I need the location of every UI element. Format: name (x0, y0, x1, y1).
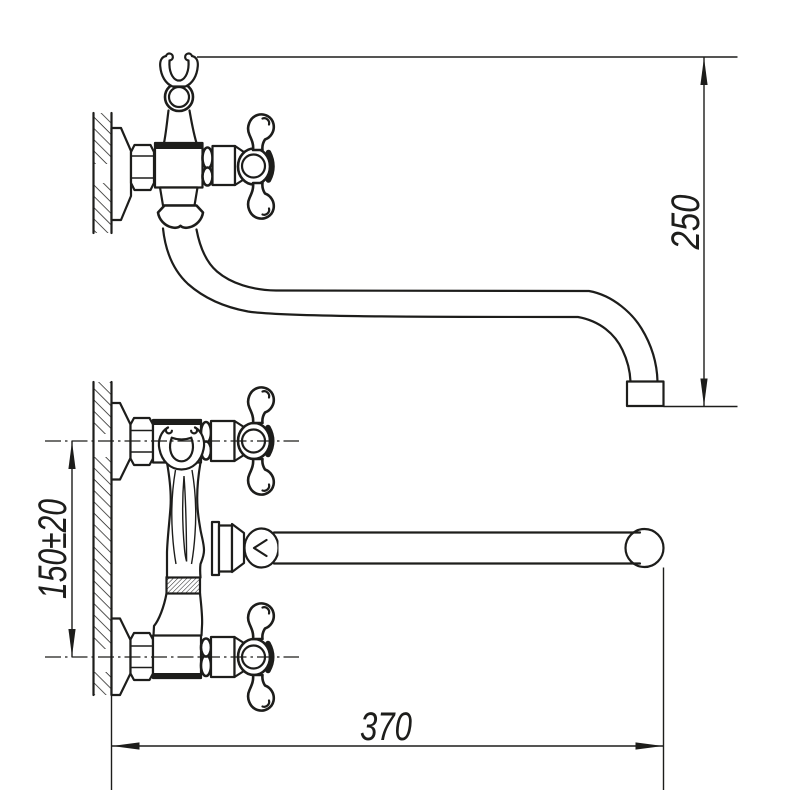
spout-front (210, 520, 665, 577)
knurled-band (165, 576, 202, 595)
dim-370-label: 370 (360, 705, 412, 749)
wall-section-front (92, 380, 113, 697)
mixer-central-body (152, 461, 206, 637)
spout-outlet (625, 380, 665, 408)
dimension-150: 150±20 (31, 441, 76, 657)
body-taper-side (158, 186, 199, 207)
dim-250-label: 250 (664, 195, 708, 251)
union-nut-side (129, 143, 156, 192)
diverter-neck (162, 109, 198, 145)
handle-bone-up (246, 113, 276, 152)
centerlines (45, 440, 299, 658)
diverter-knob-front (157, 426, 206, 471)
spout-ball-joint (243, 527, 280, 569)
dimension-250: 250 (197, 56, 738, 408)
spout-end-cap (624, 527, 665, 569)
spout-s-curve (161, 227, 665, 408)
side-valve-right (201, 113, 276, 220)
front-view (92, 380, 665, 711)
dimension-370: 370 (110, 567, 665, 790)
mounting-flange-side (110, 126, 133, 222)
dim-150-label: 150±20 (31, 499, 75, 599)
valve-body-side (153, 141, 204, 189)
diverter-knob (159, 52, 199, 88)
handle-bone-down (246, 181, 276, 220)
side-view (92, 52, 665, 408)
wall-section-side (92, 111, 113, 235)
body-dome-side (156, 204, 205, 230)
